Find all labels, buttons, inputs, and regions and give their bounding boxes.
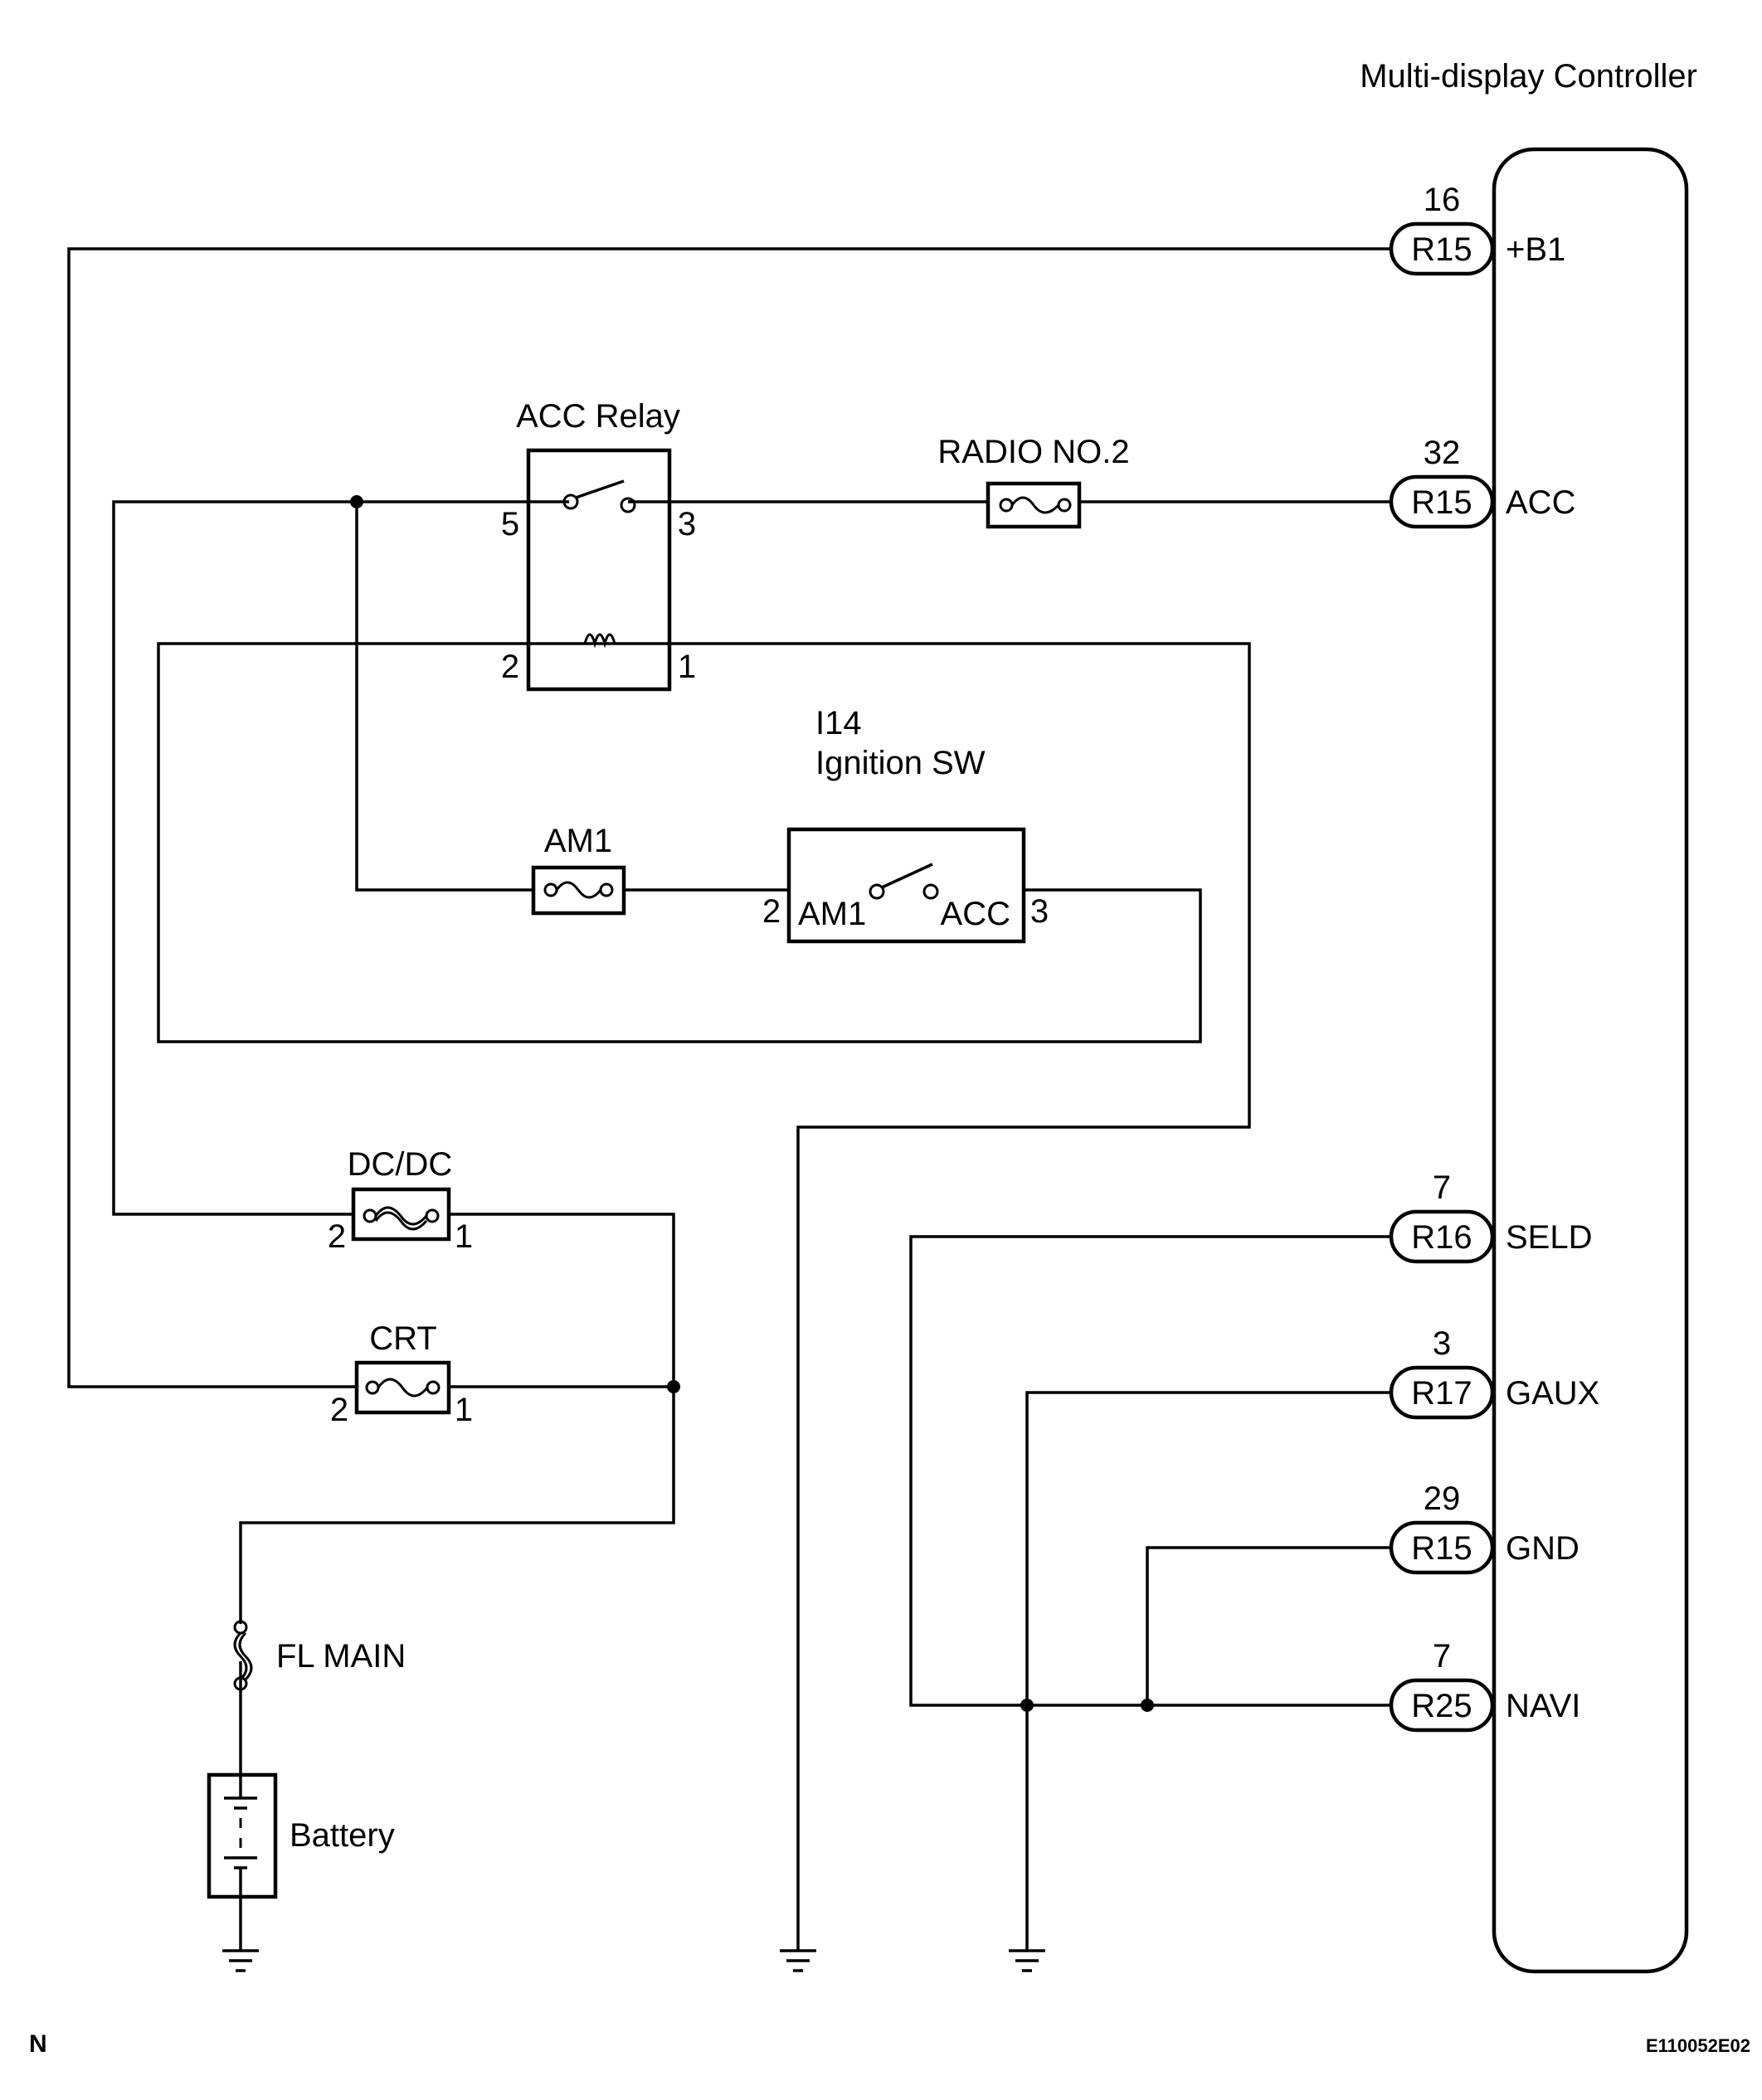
dcdc-pin-right: 1 (455, 1218, 473, 1255)
pin-gnd-name: GND (1506, 1530, 1579, 1567)
pin-seld-name: SELD (1506, 1219, 1593, 1256)
wire-gaux (1025, 1391, 1391, 1951)
pin-gnd-number: 29 (1424, 1480, 1461, 1517)
wire-dcdc-junction (239, 1213, 675, 1624)
radio-fuse-label: RADIO NO.2 (937, 434, 1129, 470)
ignition-pin-left: 2 (762, 893, 781, 930)
relay-coil-icon (583, 633, 616, 649)
pin-navi-connector: R25 (1411, 1688, 1472, 1724)
relay-pin3: 3 (678, 506, 696, 542)
pin-gnd-connector: R15 (1411, 1530, 1472, 1567)
junction-crt (667, 1380, 680, 1393)
wire-b1 (67, 247, 1391, 1388)
controller-title: Multi-display Controller (1360, 58, 1697, 95)
junction-gaux (1020, 1699, 1034, 1712)
fl-main-label: FL MAIN (276, 1638, 406, 1675)
pin-acc-name: ACC (1506, 484, 1575, 521)
wire-gnd (1146, 1546, 1391, 1705)
acc-relay-label: ACC Relay (516, 398, 680, 435)
pin-b1: R15 16 +B1 (1389, 182, 1565, 276)
ground-icon (1009, 1949, 1045, 1972)
ignition-switch: I14 Ignition SW AM1 ACC 2 3 (762, 705, 1049, 944)
wire-coil-ground (628, 642, 1251, 1951)
pin-seld: R16 7 SELD (1389, 1169, 1593, 1264)
junction-relay (350, 495, 363, 508)
ignition-contact-right: ACC (941, 896, 1010, 932)
figure-code: E110052E02 (1646, 2035, 1750, 2056)
crt-fuse: CRT 2 1 (330, 1320, 473, 1428)
wire-ignition-acc (157, 642, 1202, 1043)
ignition-code: I14 (815, 705, 862, 741)
pin-gaux-connector: R17 (1411, 1375, 1472, 1412)
am1-fuse-label: AM1 (544, 823, 612, 859)
relay-contact-left (562, 493, 579, 510)
radio-fuse: RADIO NO.2 (937, 434, 1130, 529)
pin-b1-name: +B1 (1506, 231, 1565, 268)
pin-navi-number: 7 (1433, 1638, 1451, 1675)
pin-acc-connector: R15 (1411, 484, 1472, 521)
battery: Battery (207, 1772, 395, 1899)
relay-pin5: 5 (501, 506, 519, 542)
fl-main: FL MAIN (233, 1620, 406, 1691)
crt-fuse-label: CRT (369, 1320, 436, 1357)
am1-fuse-icon (555, 881, 602, 899)
battery-label: Battery (290, 1817, 395, 1854)
footer-left-mark: N (29, 2030, 47, 2058)
controller-body (1492, 147, 1689, 1974)
pin-gaux-name: GAUX (1506, 1375, 1599, 1412)
dcdc-pin-left: 2 (328, 1218, 346, 1255)
am1-fuse: AM1 (531, 823, 626, 916)
relay-switch-blade (575, 479, 625, 499)
junction-gnd (1141, 1699, 1154, 1712)
pin-acc: R15 32 ACC (1389, 435, 1575, 529)
wire-dcdc-left (112, 500, 564, 1216)
relay-contact-right (620, 497, 636, 513)
ground-icon (780, 1949, 816, 1972)
ground-icon (222, 1949, 259, 1972)
pin-b1-connector: R15 (1411, 231, 1472, 268)
ignition-contact-left: AM1 (798, 896, 866, 932)
pin-b1-number: 16 (1424, 182, 1461, 218)
fl-main-icon (233, 1631, 253, 1681)
pin-seld-connector: R16 (1411, 1219, 1472, 1256)
acc-relay: ACC Relay 5 3 2 1 (501, 398, 696, 692)
pin-gnd: R15 29 GND (1389, 1480, 1579, 1575)
pin-seld-number: 7 (1433, 1169, 1451, 1206)
crt-pin-right: 1 (455, 1392, 473, 1428)
ignition-switch-blade (881, 863, 933, 889)
relay-pin1: 1 (678, 649, 696, 685)
dcdc-fuse-icon (374, 1206, 428, 1231)
ignition-label: Ignition SW (815, 745, 986, 781)
pin-gaux: R17 3 GAUX (1389, 1325, 1599, 1420)
pin-navi-name: NAVI (1506, 1688, 1580, 1724)
crt-pin-left: 2 (330, 1392, 348, 1428)
pin-gaux-number: 3 (1433, 1325, 1451, 1362)
crt-fuse-icon (377, 1378, 429, 1398)
relay-pin2: 2 (501, 649, 519, 685)
radio-fuse-icon (1010, 496, 1060, 514)
pin-acc-number: 32 (1424, 435, 1461, 471)
ignition-pin-right: 3 (1030, 893, 1049, 930)
pin-navi: R25 7 NAVI (1389, 1638, 1580, 1733)
wire-am1-branch (355, 502, 533, 892)
dcdc-fuse: DC/DC 2 1 (328, 1146, 473, 1255)
dcdc-fuse-label: DC/DC (348, 1146, 453, 1183)
wire-seld (909, 1235, 1391, 1707)
